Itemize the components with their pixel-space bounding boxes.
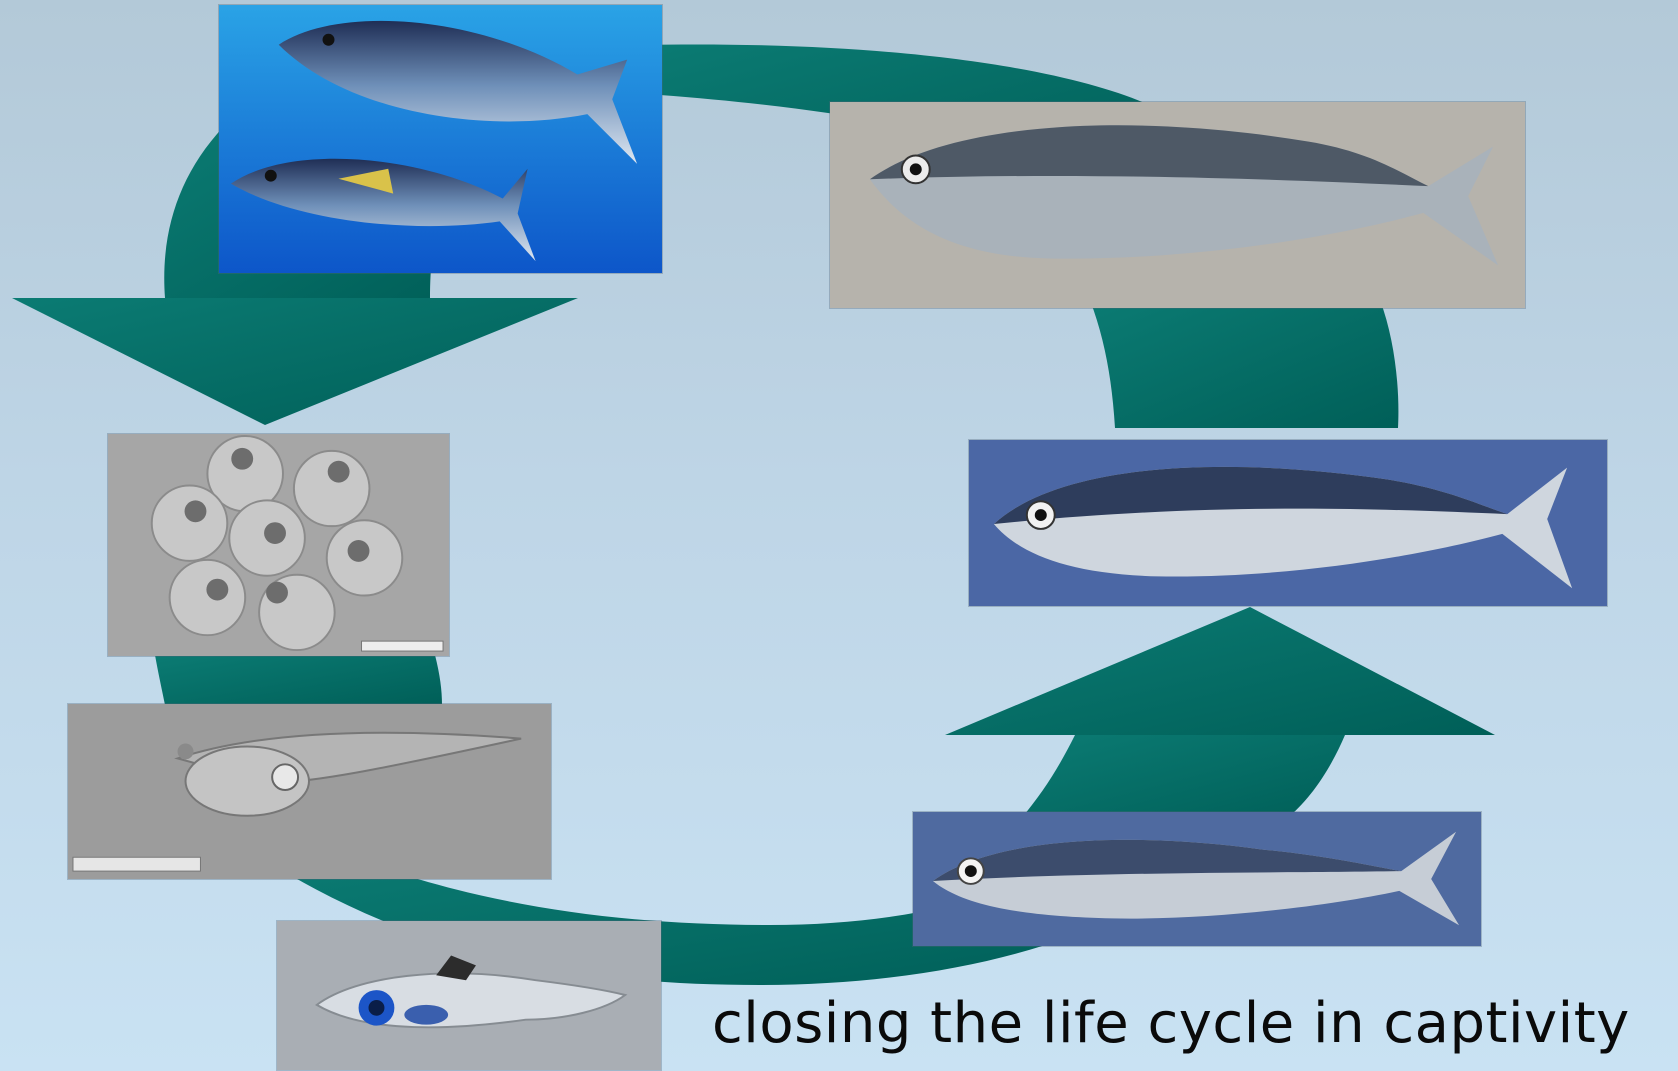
arrowhead-up [945, 607, 1495, 735]
adult-tuna-pair-photo [218, 4, 663, 274]
arrowhead-down [12, 298, 578, 425]
arc-right-upper [1090, 300, 1398, 428]
arc-right-lower [1020, 735, 1345, 820]
larva-photo [276, 920, 662, 1071]
yolk-sac-larva-photo [67, 703, 552, 880]
arc-left-lower [155, 655, 442, 705]
eggs-photo [107, 433, 450, 657]
subadult-tuna-photo [829, 101, 1526, 309]
caption: closing the life cycle in captivity [712, 996, 1630, 1052]
young-tuna-photo [968, 439, 1608, 607]
juvenile-photo [912, 811, 1482, 947]
